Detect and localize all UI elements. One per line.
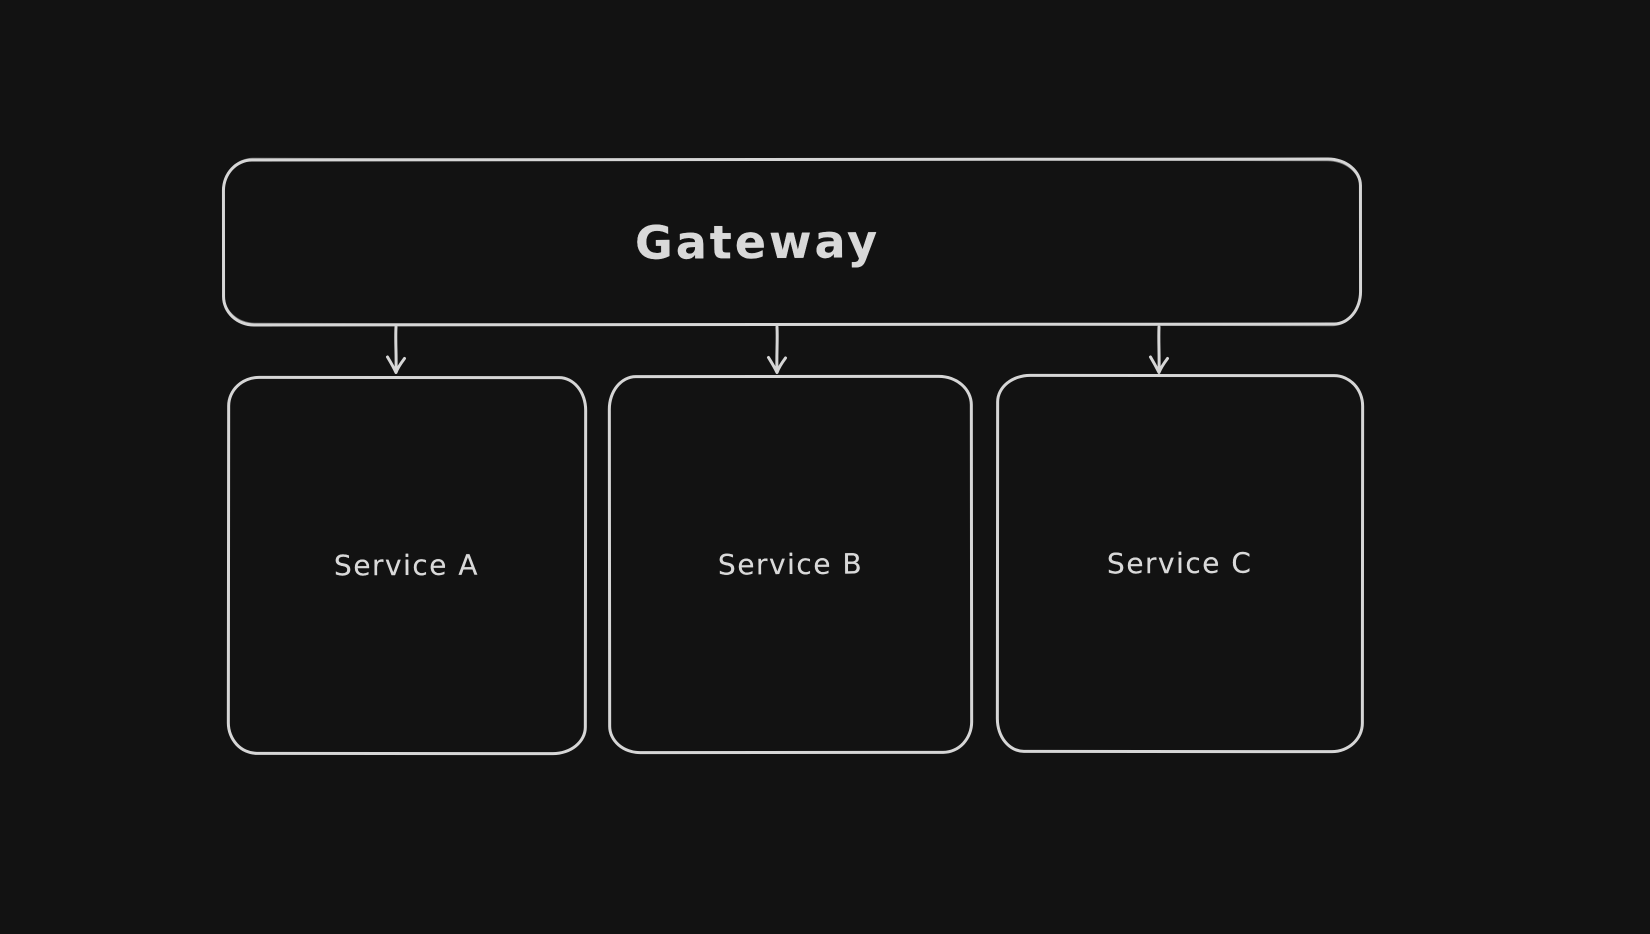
arrow-head	[386, 355, 406, 374]
node-service-a-label: Service A	[334, 548, 480, 583]
node-service-a: Service A	[226, 375, 588, 756]
node-gateway: Gateway	[221, 157, 1363, 327]
node-service-b-label: Service B	[717, 547, 864, 582]
node-service-c-label: Service C	[1107, 546, 1253, 581]
node-gateway-label: Gateway	[635, 214, 881, 270]
edge-arrow-gateway-to-service-c	[1149, 325, 1169, 374]
arrow-head	[767, 356, 787, 374]
arrow-head	[1149, 355, 1169, 374]
node-service-c: Service C	[995, 373, 1365, 754]
edge-arrow-gateway-to-service-a	[386, 325, 406, 374]
node-service-b: Service B	[607, 374, 974, 755]
edge-arrow-gateway-to-service-b	[767, 325, 787, 374]
